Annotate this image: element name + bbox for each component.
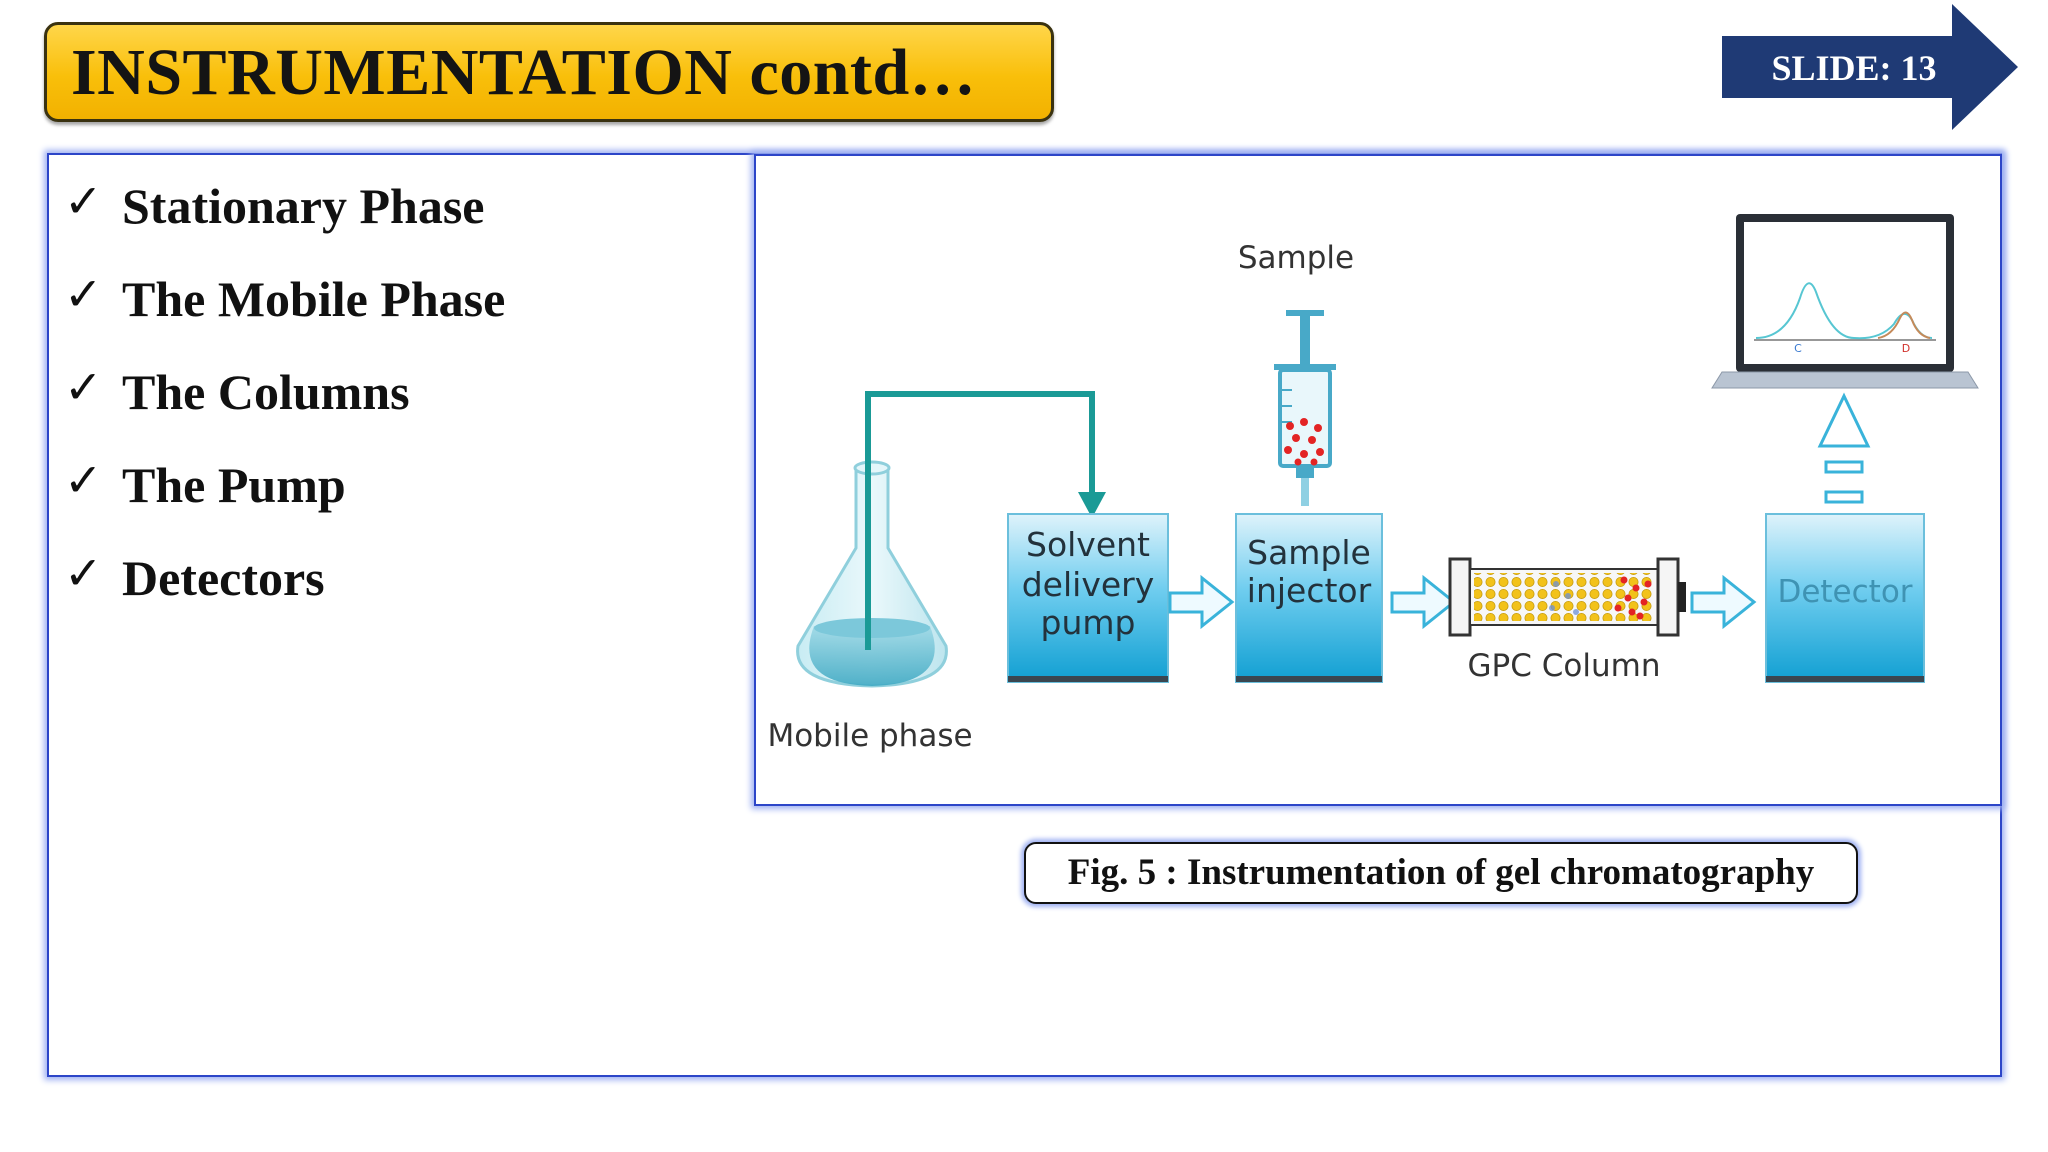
laptop-monitor-icon: C D	[1711, 214, 1979, 389]
list-item: ✓ Detectors	[64, 546, 505, 645]
list-item-label: Stationary Phase	[122, 178, 485, 234]
column-label: GPC Column	[1468, 648, 1661, 684]
list-item-label: The Columns	[122, 364, 410, 420]
mobile-phase-tube-icon	[865, 391, 1106, 650]
signal-icon	[1817, 392, 1871, 504]
title-banner: INSTRUMENTATION contd…	[44, 22, 1054, 122]
slide-number-arrow-icon	[1722, 4, 2018, 130]
pump-label-line-2: delivery	[1022, 565, 1155, 604]
list-item: ✓ The Mobile Phase	[64, 267, 506, 366]
injector-label-line-2: injector	[1247, 571, 1372, 610]
list-item: ✓ Stationary Phase	[64, 174, 505, 273]
detector-label: Detector	[1777, 574, 1912, 610]
figure-frame: Solvent delivery pump Sample	[754, 154, 2002, 806]
sample-label: Sample	[1238, 240, 1354, 276]
figure-caption-box: Fig. 5 : Instrumentation of gel chromato…	[1024, 842, 1858, 904]
gel-chromatography-diagram: Solvent delivery pump Sample	[767, 214, 1979, 754]
list-item: ✓ The Columns	[64, 360, 505, 459]
flow-arrow-icon	[1168, 574, 1235, 630]
checkmark-icon: ✓	[64, 453, 103, 507]
erlenmeyer-flask-icon	[796, 460, 948, 688]
syringe-icon	[1274, 310, 1336, 506]
slide-number: SLIDE: 13	[1771, 48, 1937, 88]
list-item-label: The Mobile Phase	[122, 271, 506, 327]
list-item-label: Detectors	[122, 550, 325, 606]
injector-label-line-1: Sample	[1247, 533, 1371, 572]
checkmark-icon: ✓	[64, 360, 103, 414]
gpc-column-icon: GPC Column	[1448, 557, 1686, 684]
pump-label-line-1: Solvent	[1026, 525, 1150, 564]
plot-marker-c: C	[1794, 342, 1802, 355]
pump-label-line-3: pump	[1041, 603, 1136, 642]
topic-list: ✓ Stationary Phase ✓ The Mobile Phase ✓ …	[64, 174, 506, 645]
list-item: ✓ The Pump	[64, 453, 505, 552]
flow-arrow-icon	[1390, 574, 1457, 630]
sample-injector-box: Sample injector	[1235, 513, 1383, 683]
checkmark-icon: ✓	[64, 546, 103, 600]
flow-arrow-icon	[1690, 574, 1757, 630]
detector-box: Detector	[1765, 513, 1925, 683]
checkmark-icon: ✓	[64, 174, 103, 228]
plot-marker-d: D	[1902, 342, 1910, 355]
solvent-delivery-pump-box: Solvent delivery pump	[1007, 513, 1169, 683]
figure-caption: Fig. 5 : Instrumentation of gel chromato…	[1067, 852, 1815, 893]
list-item-label: The Pump	[122, 457, 346, 513]
checkmark-icon: ✓	[64, 267, 103, 321]
mobile-phase-label: Mobile phase	[767, 718, 972, 754]
slide-title: INSTRUMENTATION contd…	[71, 36, 977, 109]
